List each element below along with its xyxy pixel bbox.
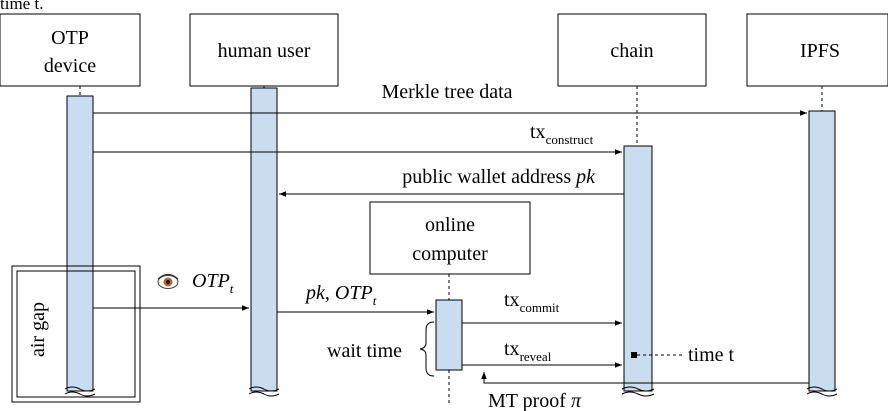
wait-time-brace — [419, 321, 435, 377]
ipfs-activation-bar — [808, 110, 836, 392]
ipfs-label: IPFS — [800, 40, 840, 62]
chain-label: chain — [610, 40, 653, 62]
time-t-marker — [631, 352, 637, 358]
participant-chain: chain — [557, 13, 707, 87]
air-gap-label: air gap — [27, 302, 49, 357]
chain-activation-bar — [623, 145, 653, 392]
online-computer-activation-bar — [435, 299, 463, 371]
participant-ipfs: IPFS — [746, 13, 888, 87]
eye-icon — [157, 273, 179, 289]
user-activation-bar — [250, 87, 278, 392]
tx-commit-label: txcommit — [504, 289, 560, 315]
tx-construct-label: txconstruct — [530, 121, 594, 147]
wait-time-label: wait time — [327, 340, 402, 362]
time-t-label: time t — [688, 344, 735, 366]
top-fragment: time t. — [0, 0, 43, 13]
otp-read-label: OTPt — [192, 270, 234, 296]
pk-otp-label: pk, OTPt — [304, 282, 377, 308]
air-gap-box: air gap — [11, 265, 141, 403]
human-user-label: human user — [218, 40, 311, 62]
otp-device-label-line1: OTP — [51, 27, 89, 49]
participant-human-user: human user — [189, 13, 339, 87]
bar-wavy-ends — [64, 386, 838, 397]
otp-activation-bar — [66, 95, 94, 392]
tx-reveal-label: txreveal — [504, 338, 552, 364]
public-wallet-address-label: public wallet address pk — [402, 166, 596, 188]
online-computer-label-line1: online — [425, 214, 475, 236]
online-computer-label-line2: computer — [412, 243, 488, 265]
participant-online-computer: online computer — [369, 201, 531, 275]
otp-device-label-line2: device — [44, 55, 96, 77]
mt-proof-arrow — [481, 372, 809, 384]
merkle-tree-data-label: Merkle tree data — [381, 81, 512, 103]
participant-otp-device: OTP device — [0, 13, 141, 87]
mt-proof-label: MT proof π — [488, 390, 582, 411]
